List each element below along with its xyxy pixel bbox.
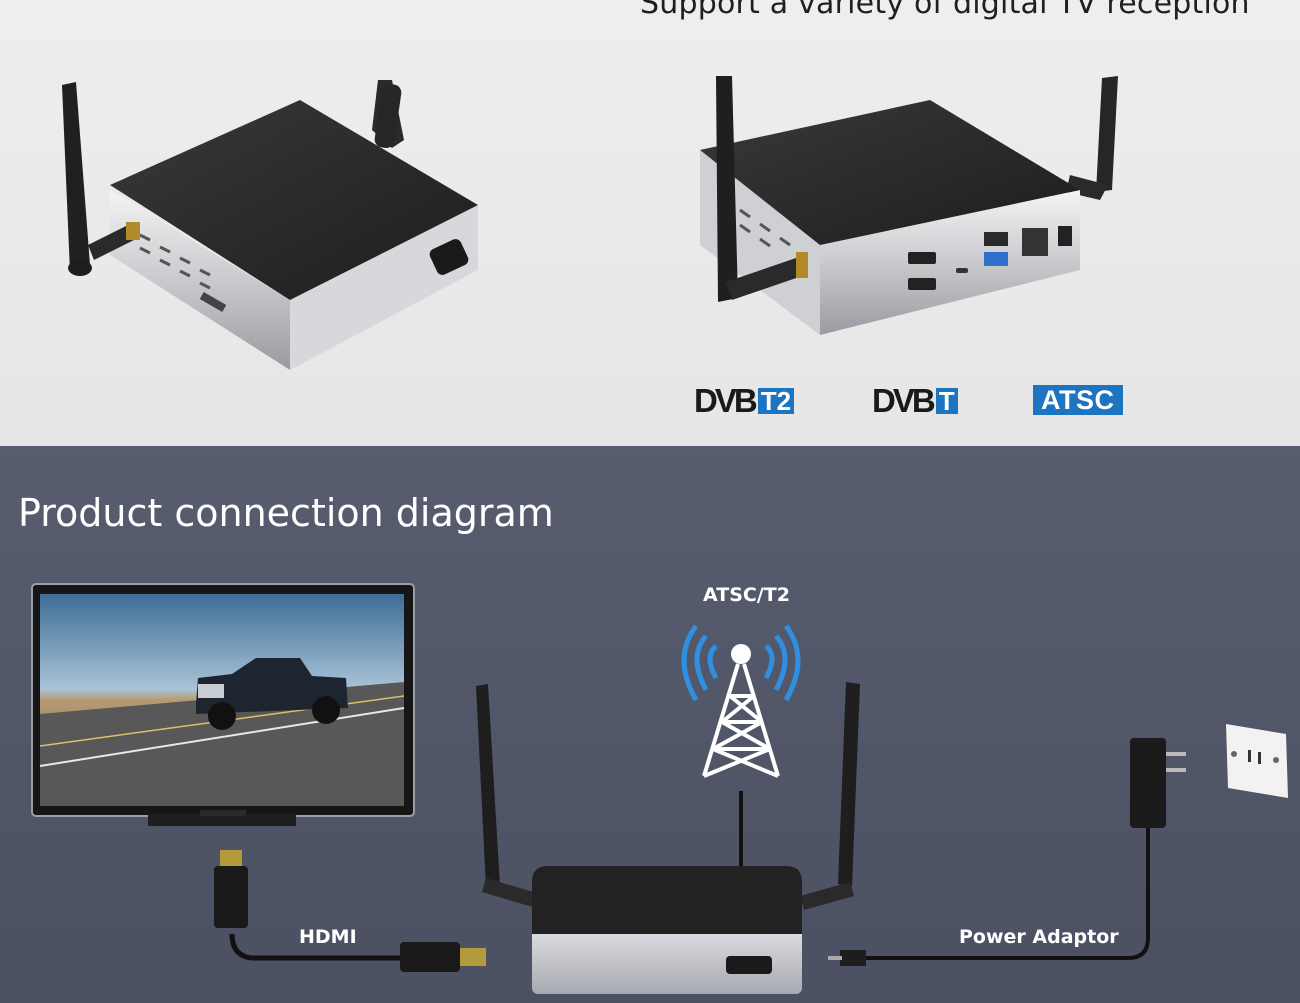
dvb-t-logo-sub: T: [935, 388, 958, 414]
tv-icon: [31, 583, 415, 826]
atsc-logo: ATSC: [1033, 385, 1123, 417]
product-photos: [62, 76, 1118, 370]
dvb-t2-logo-main: DVB: [694, 382, 758, 419]
device-photo-right: [700, 76, 1118, 335]
connection-diagram: [31, 583, 1288, 994]
tv-box-device-icon: [476, 682, 860, 994]
dvb-t2-logo-sub: T2: [757, 388, 795, 414]
connection-diagram-panel: Product connection diagram: [0, 446, 1300, 1003]
broadcast-tower-icon: [681, 624, 801, 866]
antenna-label: ATSC/T2: [703, 584, 790, 606]
power-adaptor-icon: [828, 738, 1186, 966]
diagram-heading: Product connection diagram: [18, 491, 554, 535]
product-photo-panel: Support a variety of digital TV receptio…: [0, 0, 1300, 446]
atsc-logo-text: ATSC: [1033, 385, 1123, 415]
reception-heading: Support a variety of digital TV receptio…: [640, 0, 1250, 21]
hdmi-cable-icon: [214, 850, 486, 972]
device-photo-left: [62, 80, 478, 370]
hdmi-label: HDMI: [299, 926, 357, 948]
dvb-t-logo-main: DVB: [872, 382, 936, 419]
wall-outlet-icon: [1226, 724, 1288, 798]
power-adaptor-label: Power Adaptor: [959, 926, 1119, 948]
